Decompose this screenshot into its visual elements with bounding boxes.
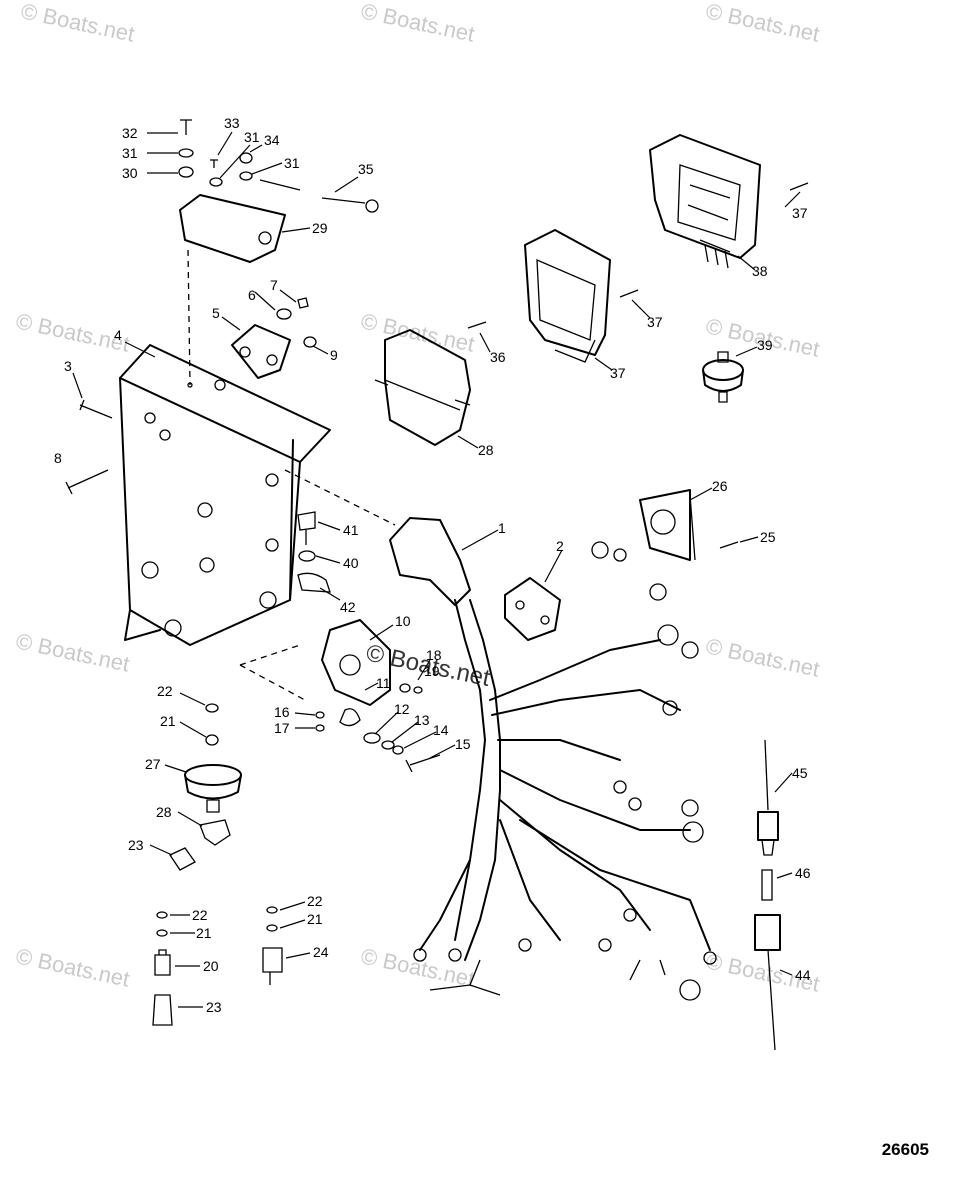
leader-lines: [72, 131, 801, 1008]
label-35: 35: [358, 161, 374, 177]
label-2: 2: [556, 538, 564, 554]
label-37: 37: [792, 205, 808, 221]
label-44: 44: [795, 967, 811, 983]
label-31: 31: [284, 155, 300, 171]
control-module: [649, 134, 809, 269]
label-36: 28: [478, 442, 494, 458]
label-30: 30: [122, 165, 138, 181]
label-5: 5: [212, 305, 220, 321]
label-24: 24: [313, 944, 329, 960]
label-15: 15: [455, 736, 471, 752]
label-12: 12: [394, 701, 410, 717]
label-32: 32: [122, 125, 138, 141]
label-34: 34: [264, 132, 280, 148]
label-37: 36: [490, 349, 506, 365]
label-13: 13: [414, 712, 430, 728]
label-16: 16: [274, 704, 290, 720]
label-3: 3: [64, 358, 72, 374]
label-20: 20: [203, 958, 219, 974]
label-7: 7: [270, 277, 278, 293]
label-42: 41: [343, 522, 359, 538]
label-28: 28: [156, 804, 172, 820]
regulator: [179, 194, 286, 263]
fasteners-mid: [284, 469, 396, 593]
label-21: 21: [160, 713, 176, 729]
label-46: 46: [795, 865, 811, 881]
label-10: 10: [395, 613, 411, 629]
label-8: 8: [54, 450, 62, 466]
sender-24: [262, 906, 283, 985]
label-25: 25: [760, 529, 776, 545]
label-45: 45: [792, 765, 808, 781]
label-31: 31: [122, 145, 138, 161]
mounting-bracket: [119, 344, 331, 646]
label-43: 42: [340, 599, 356, 615]
label-33: 33: [224, 115, 240, 131]
label-22: 22: [192, 907, 208, 923]
label-11: 11: [376, 675, 391, 691]
label-6: 6: [248, 287, 256, 303]
label-31: 31: [244, 129, 260, 145]
label-4: 4: [114, 327, 122, 343]
wire-harness: [389, 517, 717, 1001]
label-26: 26: [712, 478, 728, 494]
label-23: 23: [128, 837, 144, 853]
label-22: 22: [307, 893, 323, 909]
label-40: 39: [757, 337, 773, 353]
label-21: 21: [196, 925, 212, 941]
label-23: 23: [206, 999, 222, 1015]
ecm-bracket: [374, 329, 471, 446]
label-9: 9: [330, 347, 338, 363]
solenoid: [231, 297, 317, 379]
label-21: 21: [307, 911, 323, 927]
probe-44-45-46: [754, 739, 781, 1051]
label-22: 22: [157, 683, 173, 699]
label-17: 17: [274, 720, 290, 736]
label-39: 38: [752, 263, 768, 279]
label-29: 29: [312, 220, 328, 236]
label-37: 37: [647, 314, 663, 330]
label-41: 40: [343, 555, 359, 571]
label-18: 18: [426, 647, 442, 663]
callout-labels: 32 31 30 33 31 34 31 35 29 4 3 8 7 6 5 9…: [54, 115, 811, 1015]
relay-10: [239, 619, 441, 773]
gasket: [639, 489, 739, 561]
label-27: 27: [145, 756, 161, 772]
label-19: 19: [424, 663, 440, 679]
sender-27: [169, 703, 242, 871]
bolts-left: [65, 399, 113, 495]
label-38: 37: [610, 365, 626, 381]
ecm-module: [467, 229, 639, 363]
plug-2: [504, 577, 561, 641]
label-14: 14: [433, 722, 449, 738]
sensor-40: [702, 351, 744, 403]
label-1: 1: [498, 520, 506, 536]
diagram-number: 26605: [881, 1140, 929, 1159]
sender-20: [152, 911, 173, 1026]
fasteners-top-left: [178, 119, 379, 386]
